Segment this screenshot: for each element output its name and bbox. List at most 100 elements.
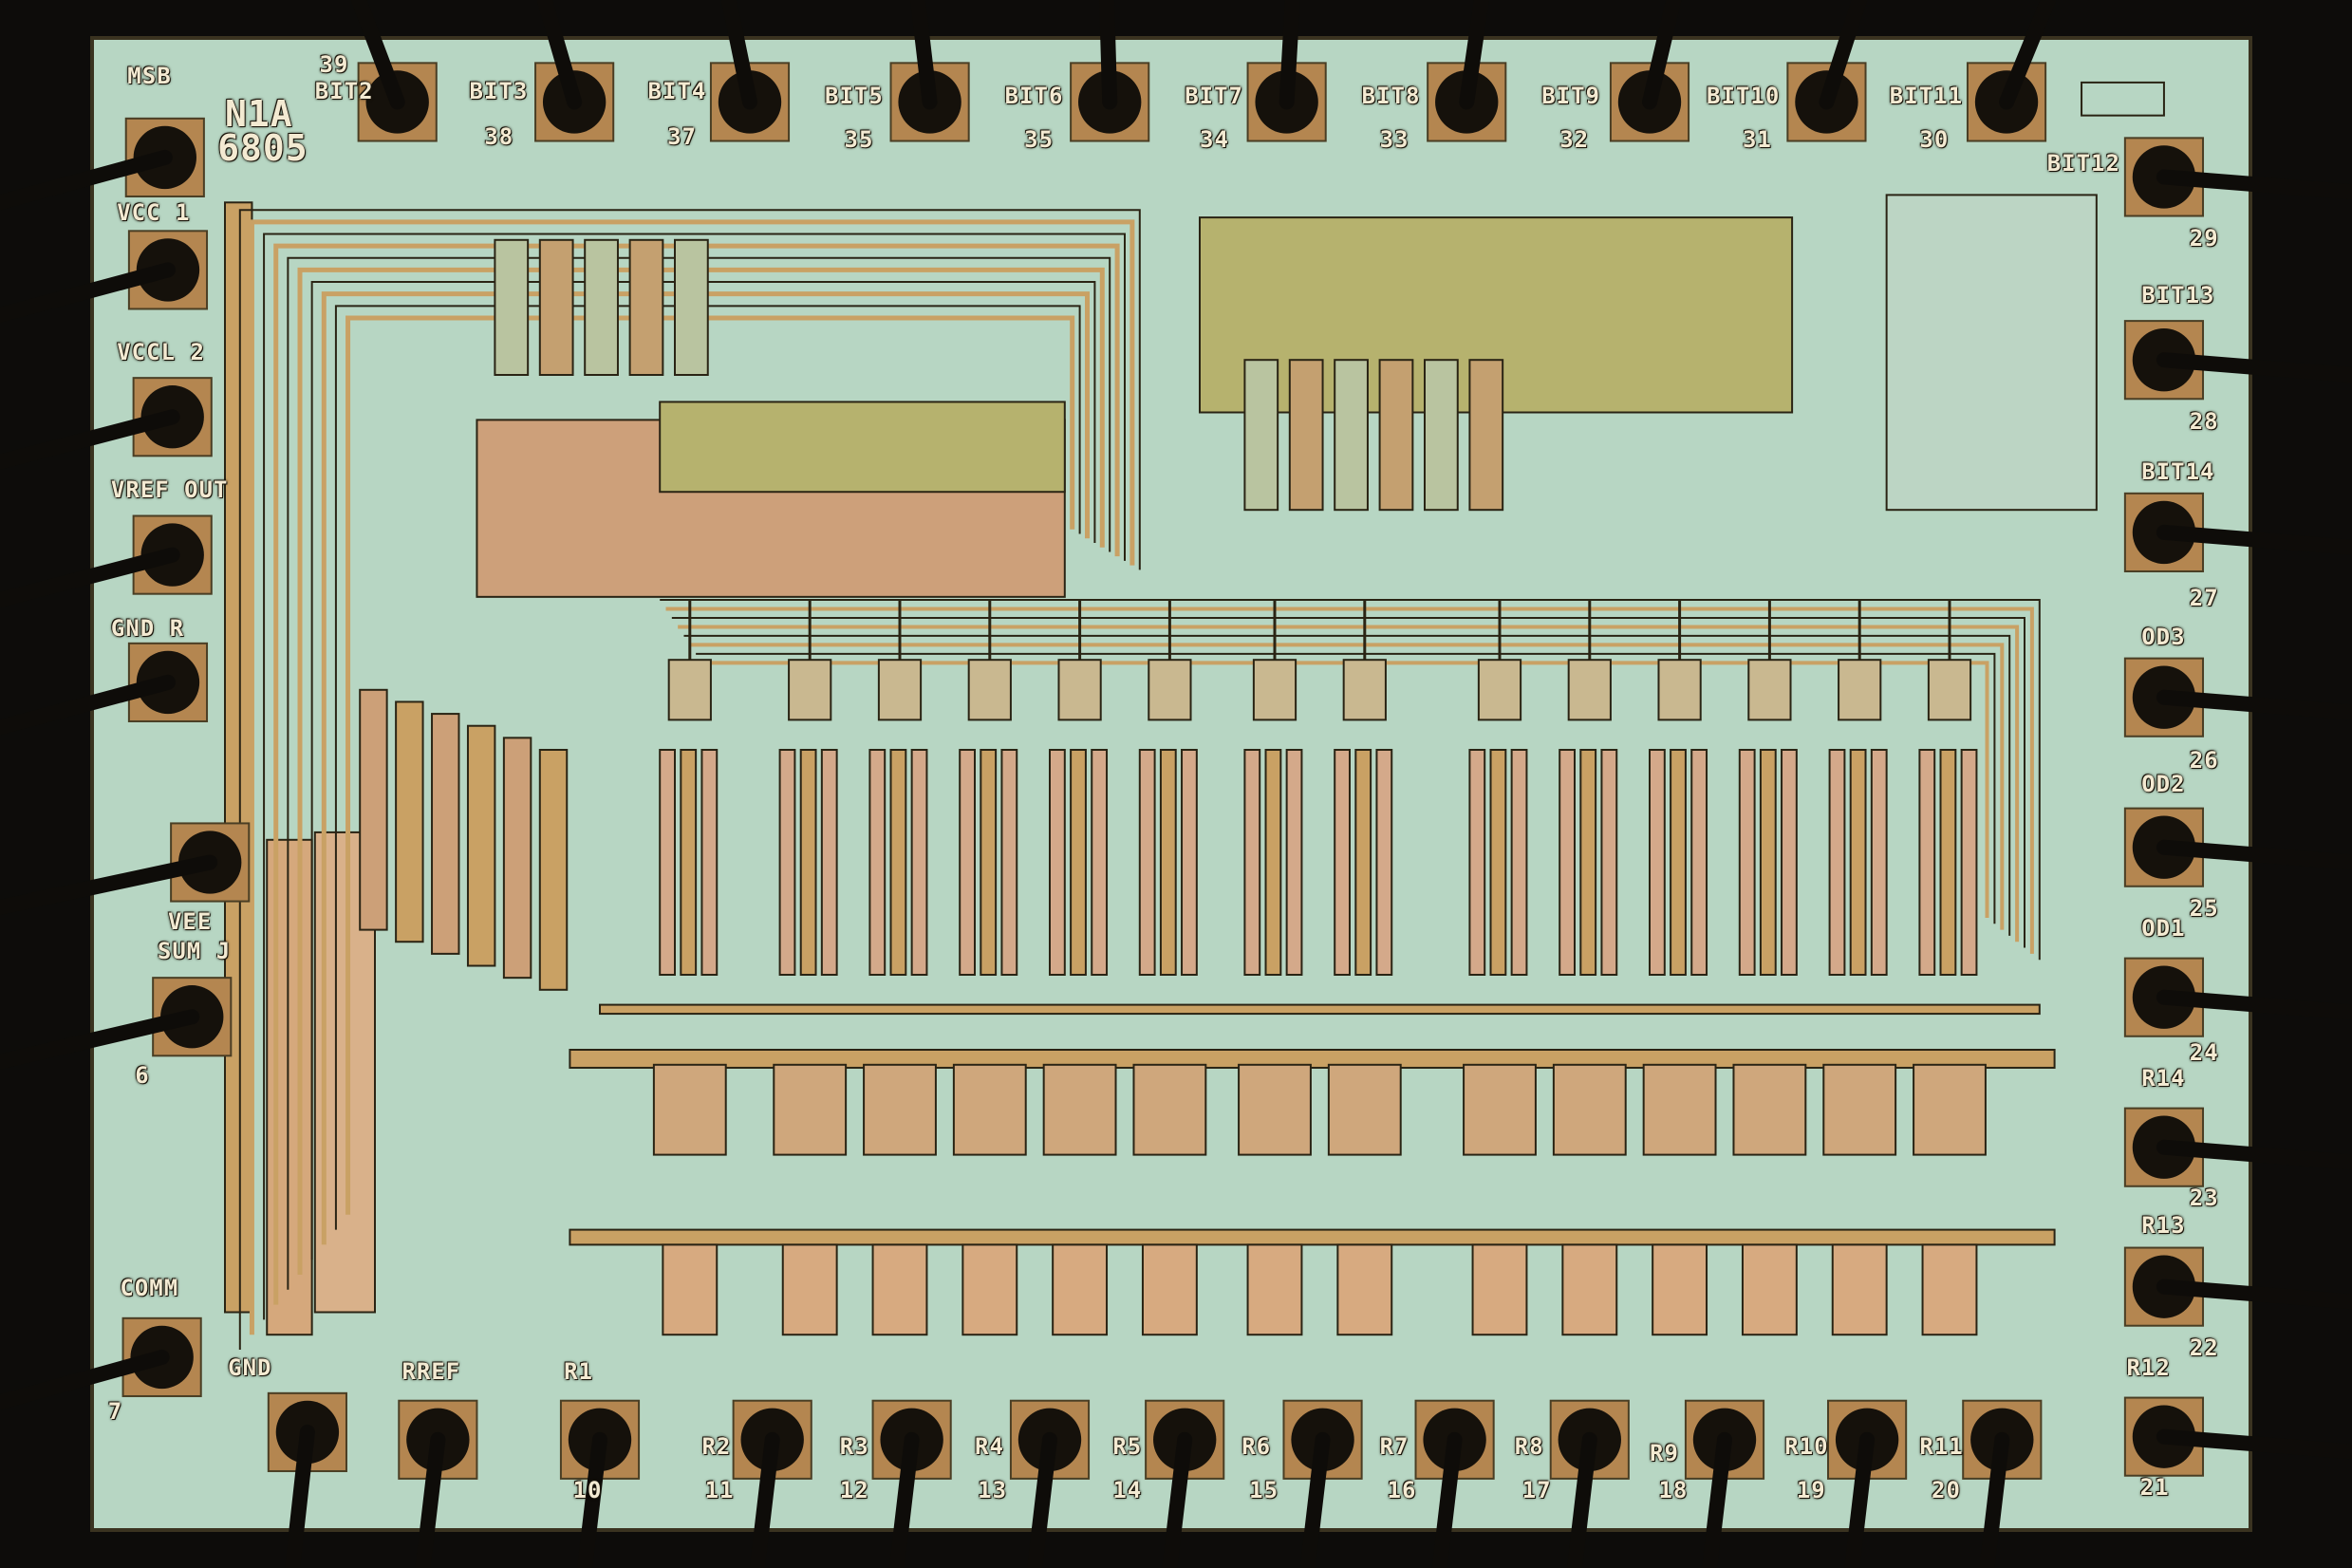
switch-transistor [889,749,907,976]
pin-label: R11 [1919,1433,1964,1461]
manufacturer-logo [2081,81,2165,117]
pin-number: 22 [2189,1335,2219,1362]
pin-number: 35 [1024,125,1055,153]
bus-line [599,1003,2041,1016]
ladder-resistor [1652,1243,1708,1336]
bond-wire [1099,0,1118,110]
switch-transistor [799,749,817,976]
logic-cell [1334,359,1369,512]
switch-transistor [1181,749,1198,976]
pin-number: 16 [1387,1477,1417,1504]
bond-wire [2156,989,2352,1020]
bond-wire [351,0,405,110]
pin-label: BIT13 [2141,282,2215,309]
pin-number: 32 [1559,125,1590,153]
bond-wire [0,547,180,607]
pin-number: 25 [2189,895,2219,923]
pin-label: BIT14 [2141,458,2215,486]
bus-line [569,1049,2056,1069]
bond-wire [0,854,218,915]
pin-number: 33 [1379,125,1409,153]
bond-wire [2156,1139,2352,1170]
switch-transistor [1334,749,1351,976]
switch-transistor [680,749,698,976]
bus-line [569,1228,2056,1246]
pin-label: VEE [167,908,213,936]
switch-transistor [1781,749,1798,976]
oxide-region [659,401,1066,494]
pin-number: 27 [2189,585,2219,612]
pin-number: 18 [1658,1477,1689,1504]
pin-number: 24 [2189,1038,2219,1066]
pin-label: VREF OUT [110,476,229,504]
bond-wire [1642,0,1682,110]
control-transistor [359,688,388,931]
pin-label: BIT3 [469,78,529,105]
ladder-resistor [1336,1243,1393,1336]
switch-transistor [778,749,796,976]
bond-wire [0,262,176,323]
bond-wire [1999,0,2057,110]
logic-cell [1378,359,1414,512]
current-source [1732,1063,1807,1156]
bond-wire [1431,1431,1463,1568]
pin-label: OD1 [2141,914,2186,942]
signal-trace [689,643,2005,930]
pin-label: R14 [2141,1064,2186,1092]
switch-transistor [1159,749,1177,976]
pin-label: MSB [127,63,172,90]
pin-label: R12 [2126,1353,2171,1381]
pin-label: BIT2 [314,78,374,105]
logic-cell [494,238,530,376]
current-source [952,1063,1027,1156]
bond-wire [2156,1428,2352,1460]
switch-transistor [1600,749,1618,976]
control-transistor [538,749,569,991]
bond-wire [1279,0,1300,110]
switch-transistor [1375,749,1393,976]
bond-wire [2156,524,2352,555]
ladder-resistor [781,1243,838,1336]
pin-label: COMM [120,1275,179,1301]
control-transistor [395,700,424,943]
pin-label: GND [228,1353,272,1381]
pin-label: VCCL 2 [117,339,205,366]
pin-label: R4 [975,1433,1004,1461]
ladder-resistor [1052,1243,1109,1336]
bond-wire [1162,1431,1193,1568]
signal-trace [345,315,1075,1215]
switch-transistor [1870,749,1888,976]
bit-cell-input [1342,659,1387,721]
signal-trace [660,599,2041,961]
signal-trace [238,209,1141,1350]
logic-cell [1468,359,1504,512]
ladder-resistor [1921,1243,1978,1336]
pin-number: 29 [2189,225,2219,252]
pin-label: BIT9 [1541,82,1601,109]
pin-label: BIT4 [647,78,707,105]
pin-number: 7 [107,1397,123,1425]
control-transistor [431,713,460,955]
switch-transistor [1243,749,1261,976]
bit-cell-input [1148,659,1192,721]
pin-number: 28 [2189,407,2219,435]
switch-transistor [1091,749,1109,976]
bond-wire [0,149,173,211]
current-source [773,1063,848,1156]
pin-number: 39 [319,50,349,78]
bond-wire [888,1431,920,1568]
pin-label: BIT7 [1185,82,1243,109]
current-source [863,1063,937,1156]
current-source [1463,1063,1537,1156]
bond-wire [1567,1431,1597,1568]
logic-cell [584,238,619,376]
bond-wire [2156,839,2352,870]
current-source [1822,1063,1897,1156]
signal-trace [263,233,1126,1320]
logic-cell [628,238,664,376]
pin-label: R5 [1112,1433,1143,1461]
ladder-resistor [1246,1243,1303,1336]
switch-transistor [700,749,719,976]
ladder-resistor [1141,1243,1198,1336]
logic-cell [1288,359,1324,512]
